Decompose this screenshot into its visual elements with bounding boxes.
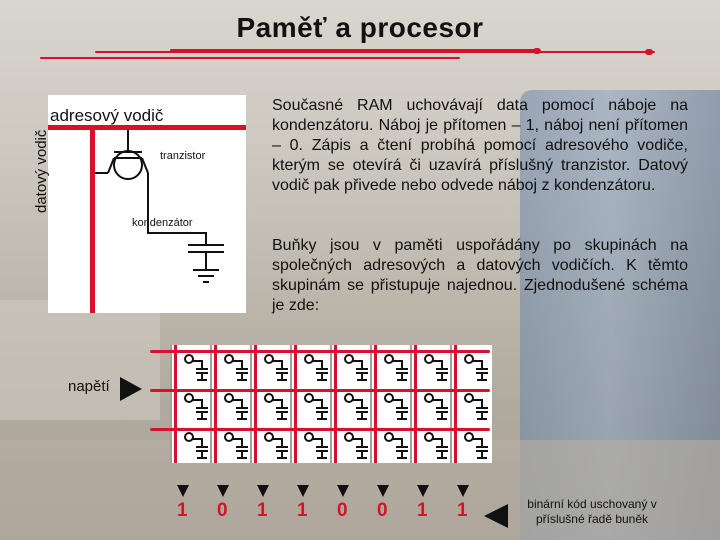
column-data-line: [254, 345, 257, 463]
memory-cell: [464, 354, 488, 381]
memory-cell: [264, 354, 288, 381]
memory-cell: [264, 393, 288, 420]
column-data-line: [334, 345, 337, 463]
paragraph-2: Buňky jsou v paměti uspořádány po skupin…: [272, 237, 688, 314]
slide-title: Paměť a procesor: [236, 12, 484, 43]
capacitor-symbol: [188, 244, 224, 283]
bit-arrows: [177, 485, 469, 497]
memory-cell: [184, 393, 208, 420]
footnote-arrow-icon: [484, 504, 508, 528]
column-data-line: [174, 345, 177, 463]
memory-cell: [184, 354, 208, 381]
memory-cell: [344, 393, 368, 420]
voltage-label: napětí: [68, 378, 110, 395]
bit-arrow-icon: [417, 485, 429, 497]
bit-arrow-icon: [337, 485, 349, 497]
bit-value: 1: [417, 500, 428, 521]
transistor-label: tranzistor: [160, 150, 206, 162]
binary-code-footnote: binární kód uschovaný v příslušné řadě b…: [527, 497, 657, 526]
memory-cell: [304, 432, 328, 459]
memory-cell: [304, 354, 328, 381]
memory-cell: [424, 354, 448, 381]
memory-cell: [184, 432, 208, 459]
decor-dot-2: [645, 49, 653, 55]
memory-cell: [424, 432, 448, 459]
bit-value: 0: [377, 500, 388, 521]
memory-cell: [344, 354, 368, 381]
bit-value: 0: [337, 500, 348, 521]
background-object: [0, 300, 160, 420]
memory-cell: [384, 432, 408, 459]
decor-line-1: [170, 49, 540, 52]
column-data-line: [214, 345, 217, 463]
bit-value: 1: [257, 500, 268, 521]
row-address-line-3: [150, 428, 490, 431]
memory-cell: [224, 354, 248, 381]
bit-value: 1: [457, 500, 468, 521]
decor-line-2: [40, 57, 460, 59]
memory-cell: [224, 432, 248, 459]
memory-cell: [464, 432, 488, 459]
paragraph-1: Současné RAM uchovávají data pomocí nábo…: [272, 97, 688, 194]
bit-arrow-icon: [217, 485, 229, 497]
memory-grid-schematic: [170, 345, 488, 463]
dram-cell-schematic: [48, 125, 246, 313]
capacitor-label: kondenzátor: [132, 217, 193, 229]
address-line-label: adresový vodič: [50, 106, 164, 125]
transistor-symbol: [95, 130, 149, 185]
bit-arrow-icon: [297, 485, 309, 497]
memory-cell: [304, 393, 328, 420]
decor-line-3: [95, 51, 655, 53]
row-address-line-1: [150, 350, 490, 353]
bit-arrow-icon: [177, 485, 189, 497]
capacitor-wire: [147, 185, 207, 245]
column-data-line: [414, 345, 417, 463]
bit-arrow-icon: [257, 485, 269, 497]
dram-cell-diagram: [48, 95, 246, 313]
column-data-line: [294, 345, 297, 463]
address-line: [48, 125, 246, 130]
bit-value: 1: [297, 500, 308, 521]
memory-cell: [384, 354, 408, 381]
column-data-line: [454, 345, 457, 463]
voltage-arrow-icon: [120, 377, 142, 401]
memory-cell: [224, 393, 248, 420]
data-line: [90, 125, 95, 313]
memory-cell: [464, 393, 488, 420]
memory-cell: [424, 393, 448, 420]
column-data-line: [374, 345, 377, 463]
bit-arrow-icon: [377, 485, 389, 497]
memory-cell: [384, 393, 408, 420]
memory-cell: [264, 432, 288, 459]
data-line-label: datový vodič: [33, 129, 50, 213]
row-address-line-2: [150, 389, 490, 392]
memory-cell: [344, 432, 368, 459]
bit-value: 0: [217, 500, 228, 521]
memory-cell-grid: [170, 345, 492, 463]
bit-arrow-icon: [457, 485, 469, 497]
bit-value: 1: [177, 500, 188, 521]
